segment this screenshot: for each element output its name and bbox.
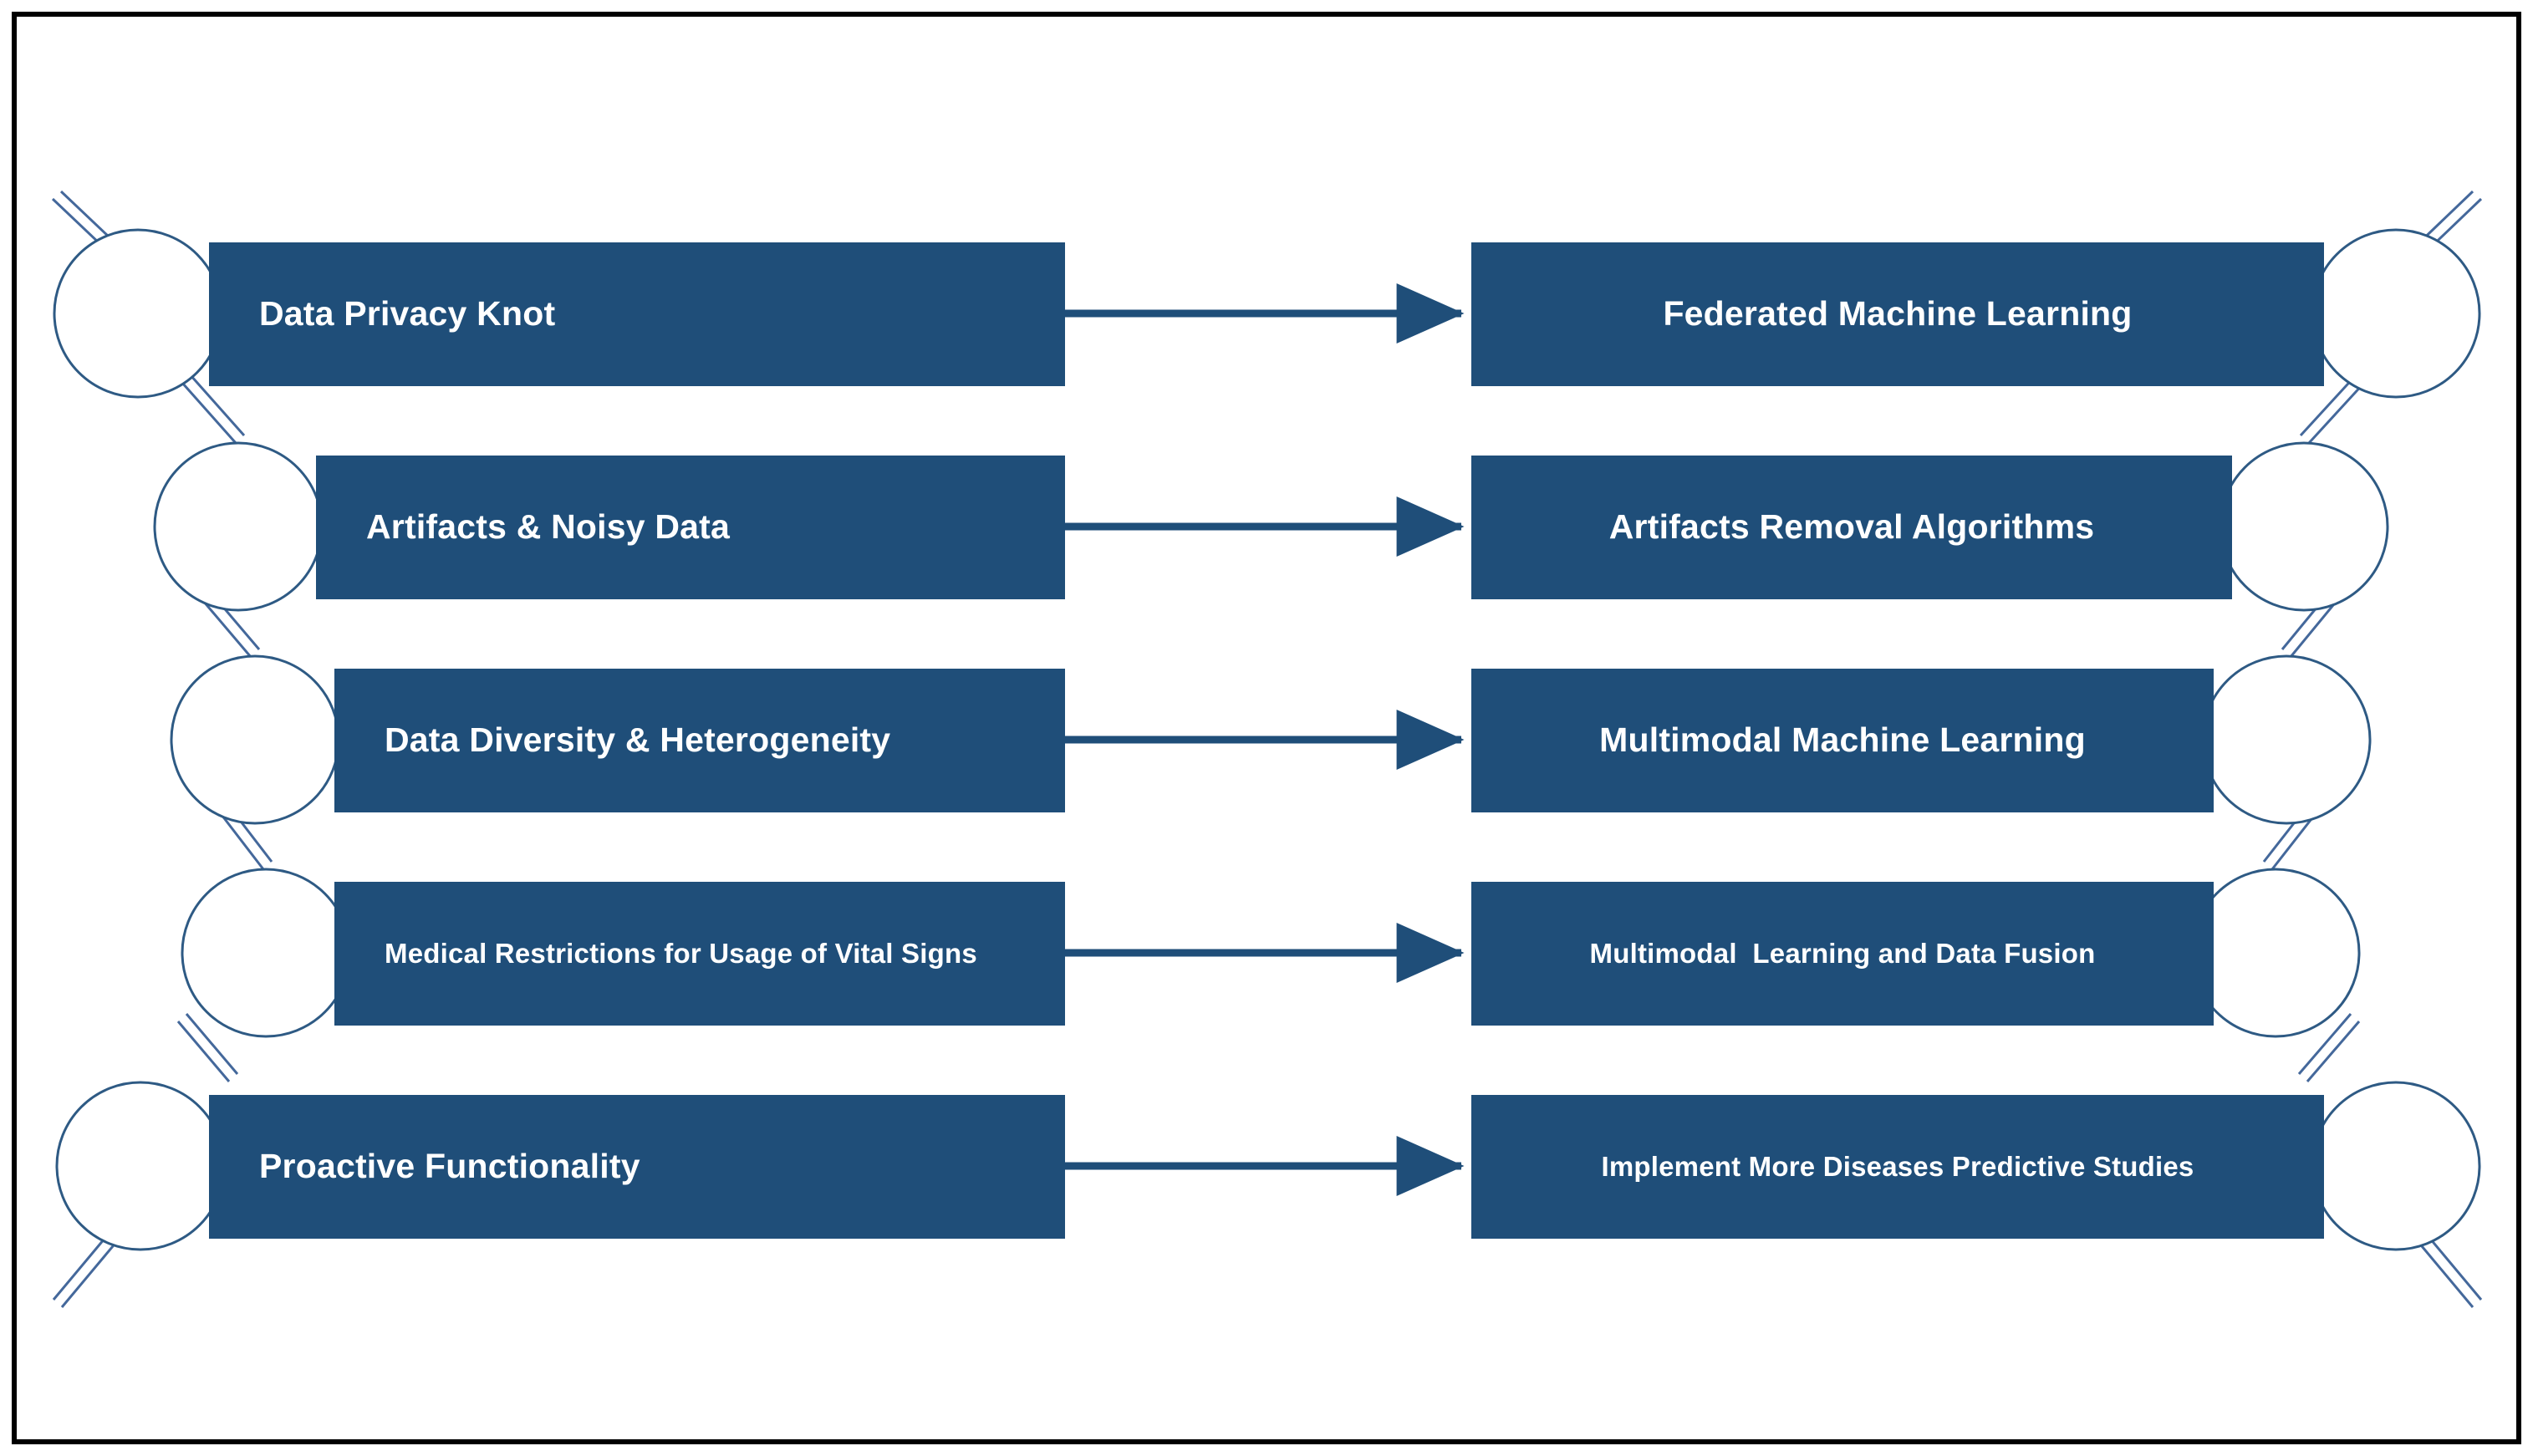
challenge-bar-3[interactable]: Data Diversity & Heterogeneity bbox=[334, 669, 1065, 812]
solution-bar-3[interactable]: Multimodal Machine Learning bbox=[1471, 669, 2214, 812]
chain-link-r45-a bbox=[2306, 1021, 2361, 1082]
chain-link-r12-b bbox=[2299, 374, 2357, 437]
challenge-label-3: Data Diversity & Heterogeneity bbox=[385, 720, 891, 760]
challenge-bar-1[interactable]: Data Privacy Knot bbox=[209, 242, 1065, 386]
chain-link-bot-left-b bbox=[60, 1240, 119, 1308]
chain-link-bot-right-b bbox=[2416, 1240, 2474, 1308]
solution-bar-1[interactable]: Federated Machine Learning bbox=[1471, 242, 2324, 386]
chain-circle-right-4 bbox=[2190, 868, 2361, 1038]
chain-circle-right-5 bbox=[2311, 1081, 2481, 1251]
solution-label-4: Multimodal Learning and Data Fusion bbox=[1589, 937, 2096, 969]
solution-label-3: Multimodal Machine Learning bbox=[1599, 720, 2086, 760]
challenge-bar-2[interactable]: Artifacts & Noisy Data bbox=[316, 456, 1065, 599]
flow-arrows bbox=[1065, 283, 1465, 1196]
chain-link-r12-a bbox=[2307, 381, 2366, 445]
left-circles bbox=[53, 228, 351, 1251]
chain-circle-left-3 bbox=[170, 654, 340, 825]
chain-link-l45-b bbox=[185, 1013, 239, 1075]
right-circles bbox=[2190, 228, 2481, 1251]
chain-link-r45-b bbox=[2297, 1013, 2352, 1075]
challenge-label-4: Medical Restrictions for Usage of Vital … bbox=[385, 937, 977, 969]
chain-circle-right-1 bbox=[2311, 228, 2481, 399]
solution-label-2: Artifacts Removal Algorithms bbox=[1608, 507, 2095, 547]
chain-link-l12-b bbox=[189, 374, 246, 436]
solution-label-5: Implement More Diseases Predictive Studi… bbox=[1601, 1150, 2194, 1182]
solution-bar-4[interactable]: Multimodal Learning and Data Fusion bbox=[1471, 882, 2214, 1026]
challenge-bar-5[interactable]: Proactive Functionality bbox=[209, 1095, 1065, 1239]
chain-link-bot-left-a bbox=[52, 1233, 110, 1301]
solution-bar-2[interactable]: Artifacts Removal Algorithms bbox=[1471, 456, 2232, 599]
solution-bar-5[interactable]: Implement More Diseases Predictive Studi… bbox=[1471, 1095, 2324, 1239]
chain-circle-left-1 bbox=[53, 228, 223, 399]
chain-link-l45-a bbox=[176, 1021, 231, 1082]
challenge-label-5: Proactive Functionality bbox=[259, 1147, 640, 1186]
chain-circle-left-4 bbox=[181, 868, 351, 1038]
chain-circle-right-2 bbox=[2219, 441, 2389, 612]
challenge-label-1: Data Privacy Knot bbox=[259, 294, 556, 333]
chain-link-l12-a bbox=[181, 382, 237, 444]
chain-circle-left-5 bbox=[55, 1081, 226, 1251]
chain-link-bot-right-a bbox=[2424, 1233, 2483, 1301]
chain-link-l23-a bbox=[197, 595, 252, 658]
challenge-label-2: Artifacts & Noisy Data bbox=[366, 507, 731, 547]
solution-label-1: Federated Machine Learning bbox=[1663, 294, 2133, 333]
chain-circle-right-3 bbox=[2201, 654, 2372, 825]
challenge-bar-4[interactable]: Medical Restrictions for Usage of Vital … bbox=[334, 882, 1065, 1026]
chain-circle-left-2 bbox=[153, 441, 324, 612]
